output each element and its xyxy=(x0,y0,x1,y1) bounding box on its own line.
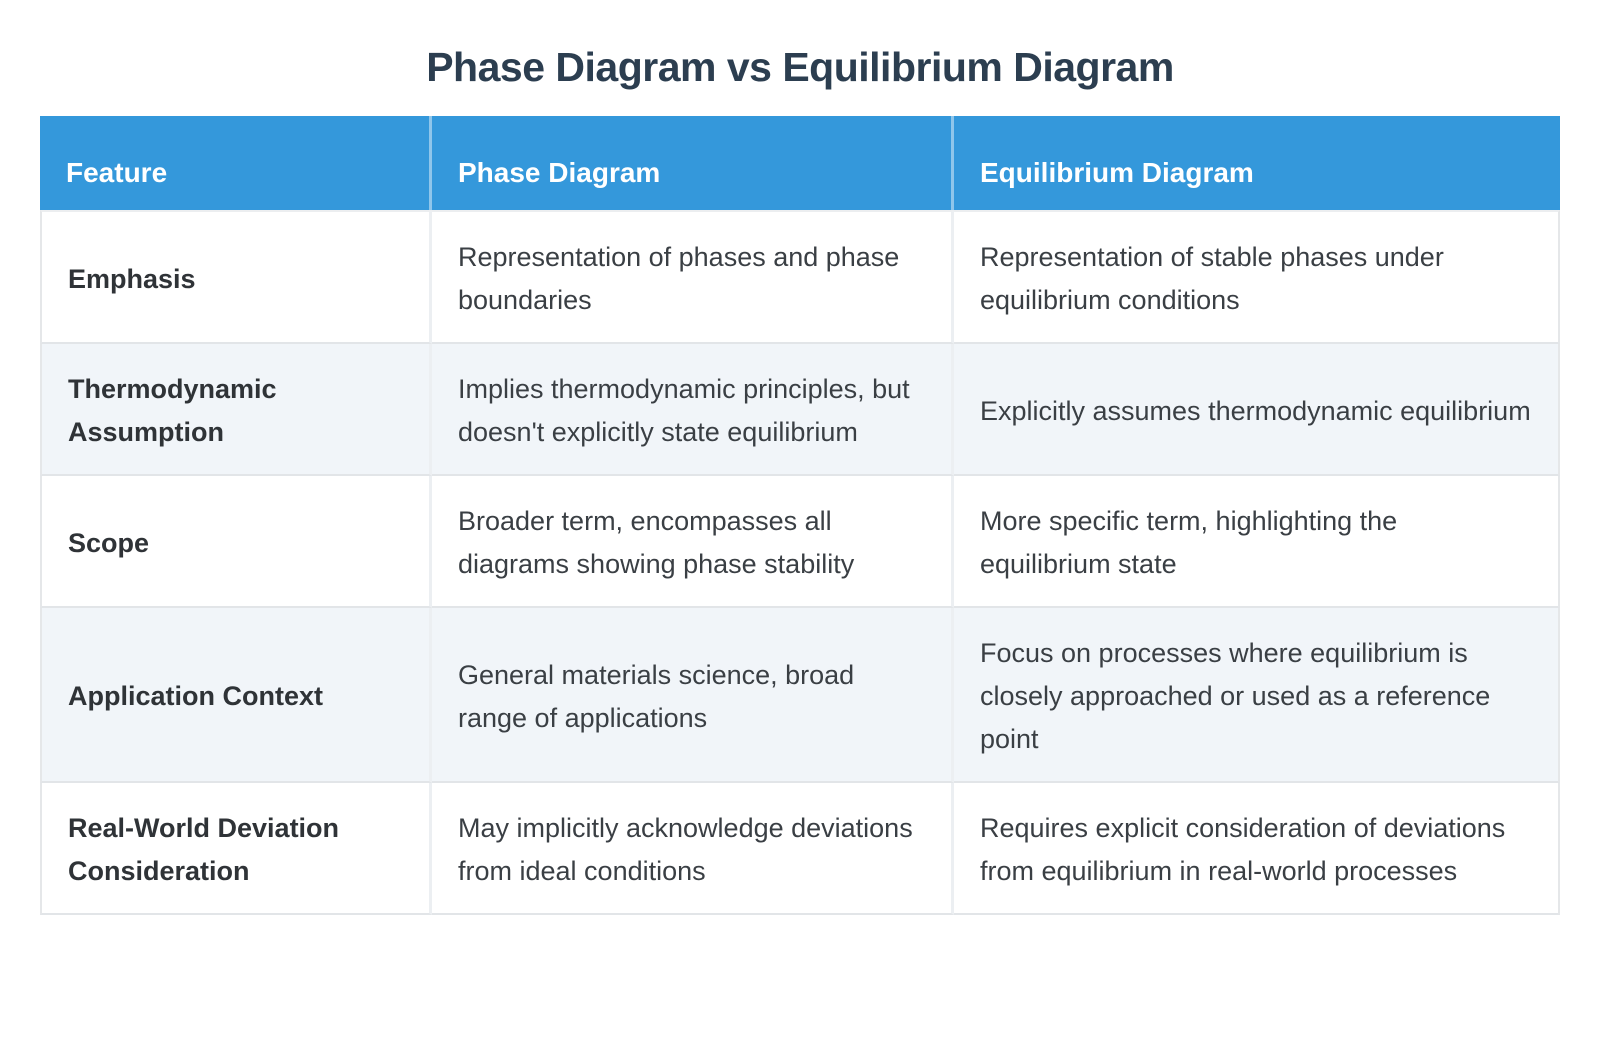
feature-cell: Scope xyxy=(40,476,432,608)
feature-cell: Emphasis xyxy=(40,210,432,344)
column-header-phase-diagram: Phase Diagram xyxy=(432,116,954,210)
feature-cell: Thermodynamic Assumption xyxy=(40,344,432,476)
table-row: Scope Broader term, encompasses all diag… xyxy=(40,476,1560,608)
phase-cell: Implies thermodynamic principles, but do… xyxy=(432,344,954,476)
feature-cell: Real-World Deviation Consideration xyxy=(40,783,432,915)
table-row: Application Context General materials sc… xyxy=(40,608,1560,783)
phase-cell: Broader term, encompasses all diagrams s… xyxy=(432,476,954,608)
column-header-feature: Feature xyxy=(40,116,432,210)
column-header-equilibrium-diagram: Equilibrium Diagram xyxy=(954,116,1560,210)
equilibrium-cell: More specific term, highlighting the equ… xyxy=(954,476,1560,608)
table-row: Real-World Deviation Consideration May i… xyxy=(40,783,1560,915)
phase-cell: May implicitly acknowledge deviations fr… xyxy=(432,783,954,915)
equilibrium-cell: Explicitly assumes thermodynamic equilib… xyxy=(954,344,1560,476)
feature-cell: Application Context xyxy=(40,608,432,783)
table-row: Emphasis Representation of phases and ph… xyxy=(40,210,1560,344)
equilibrium-cell: Representation of stable phases under eq… xyxy=(954,210,1560,344)
equilibrium-cell: Focus on processes where equilibrium is … xyxy=(954,608,1560,783)
page-title: Phase Diagram vs Equilibrium Diagram xyxy=(426,44,1174,90)
comparison-table: Feature Phase Diagram Equilibrium Diagra… xyxy=(40,116,1560,915)
equilibrium-cell: Requires explicit consideration of devia… xyxy=(954,783,1560,915)
table-header-row: Feature Phase Diagram Equilibrium Diagra… xyxy=(40,116,1560,210)
phase-cell: Representation of phases and phase bound… xyxy=(432,210,954,344)
phase-cell: General materials science, broad range o… xyxy=(432,608,954,783)
table-row: Thermodynamic Assumption Implies thermod… xyxy=(40,344,1560,476)
